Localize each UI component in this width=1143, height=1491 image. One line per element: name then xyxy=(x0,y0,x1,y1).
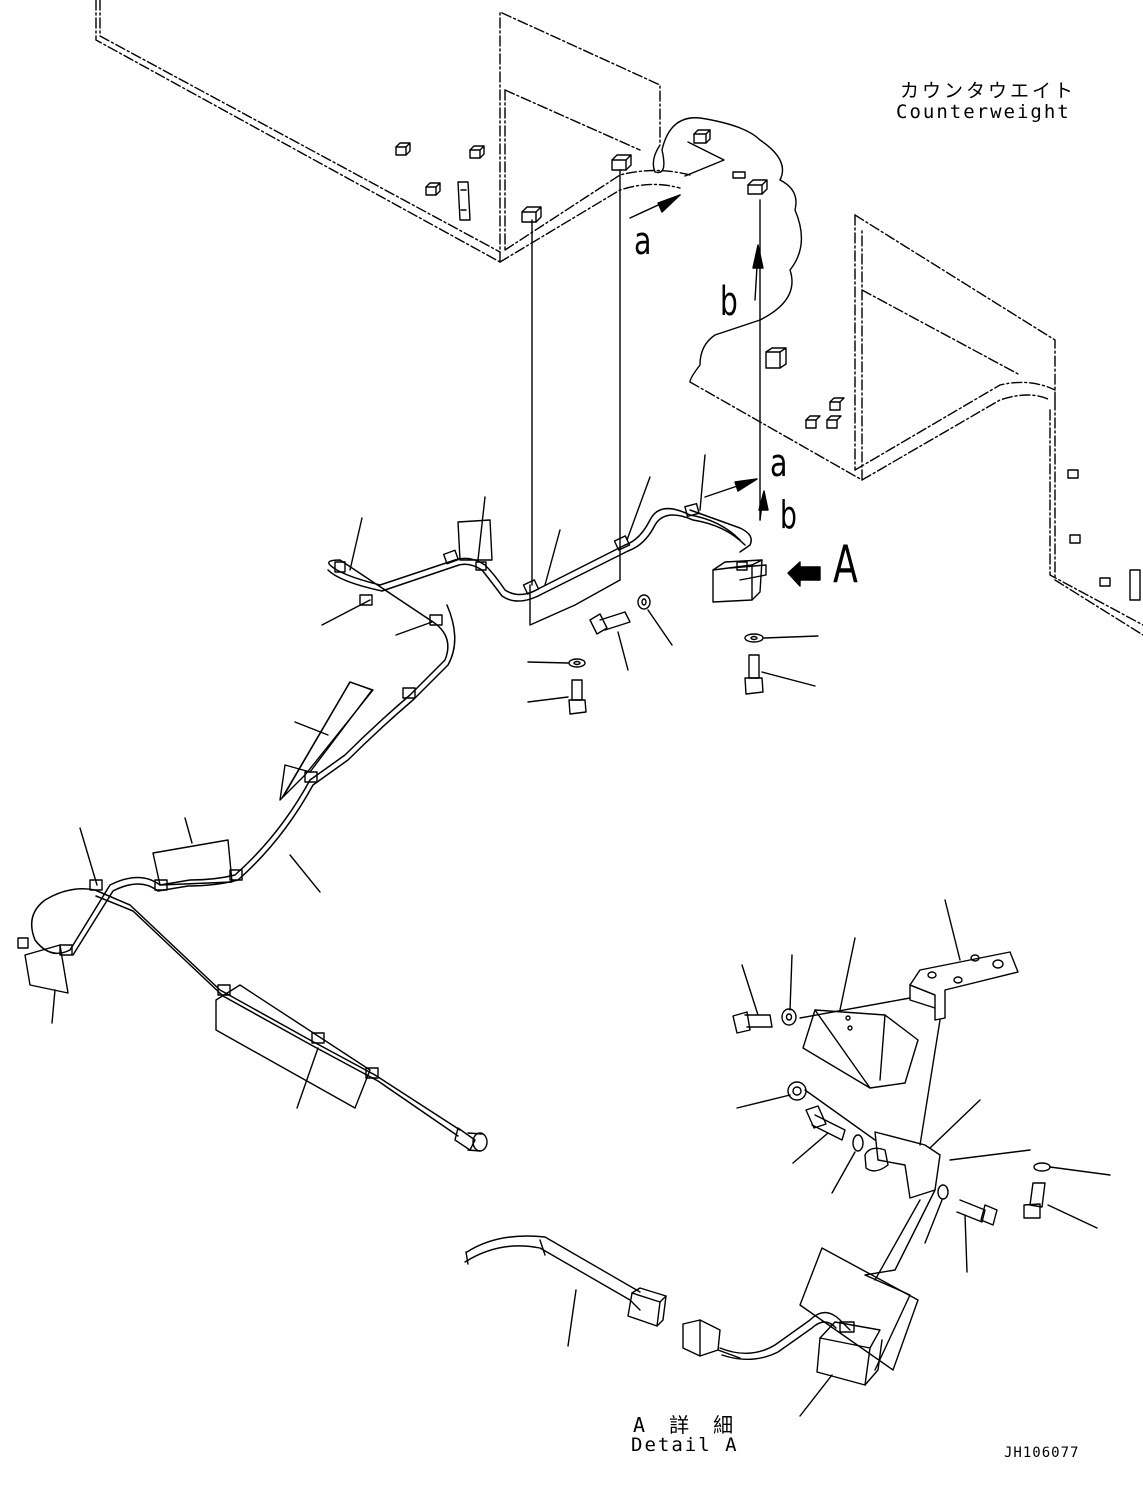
leader-lines xyxy=(51,454,819,1109)
bolt-right xyxy=(956,1199,998,1226)
bolt-washer-left xyxy=(732,1008,797,1034)
sensor-unit-top xyxy=(712,559,767,603)
sensor-cover xyxy=(802,1009,919,1089)
counterweight-label-jp: カウンタウエイト xyxy=(900,80,1077,102)
fastener-set-3 xyxy=(744,633,764,695)
bracket-top xyxy=(909,951,1019,1021)
bolt-far-right xyxy=(1023,1182,1046,1219)
counterweight-label-en: Counterweight xyxy=(896,101,1071,123)
drawing-number: JH106077 xyxy=(1004,1445,1080,1461)
nut xyxy=(787,1081,807,1101)
ref-label-b-top: b xyxy=(720,279,738,325)
detail-label-jp: A 詳 細 xyxy=(633,1413,740,1437)
counterweight-left-body xyxy=(95,0,691,263)
counterweight-bosses xyxy=(395,129,711,223)
washer-far-right xyxy=(1033,1162,1051,1172)
harness-clips xyxy=(17,502,700,1079)
ref-arrow-a-top xyxy=(629,194,681,219)
breakout-outline xyxy=(652,117,803,383)
detail-connector-female xyxy=(627,1287,667,1327)
detail-leader-lines xyxy=(567,899,1111,1417)
detail-harness xyxy=(464,1235,641,1311)
harness-end-connector xyxy=(454,1127,488,1152)
view-label-A: A xyxy=(833,535,858,595)
detail-label-en: Detail A xyxy=(631,1434,739,1456)
washer-middle xyxy=(852,1134,864,1152)
ref-label-a-harness: a xyxy=(770,441,788,485)
fastener-set-1 xyxy=(568,658,587,715)
wiring-harness xyxy=(30,507,752,1137)
detail-connector-male xyxy=(682,1319,741,1359)
harness-tags xyxy=(24,519,493,1109)
ref-label-a-top: a xyxy=(634,219,652,263)
detail-box xyxy=(799,1247,919,1371)
bracket-bottom xyxy=(864,1131,941,1199)
bolt-middle xyxy=(805,1105,846,1141)
ref-label-b-harness: b xyxy=(780,493,797,537)
counterweight-right-body xyxy=(689,214,1143,636)
ref-arrow-b-top xyxy=(752,244,764,301)
view-arrow-A xyxy=(787,561,821,587)
detail-sensor-unit xyxy=(816,1321,883,1386)
washer-right xyxy=(937,1184,949,1200)
fastener-set-2 xyxy=(589,594,651,635)
